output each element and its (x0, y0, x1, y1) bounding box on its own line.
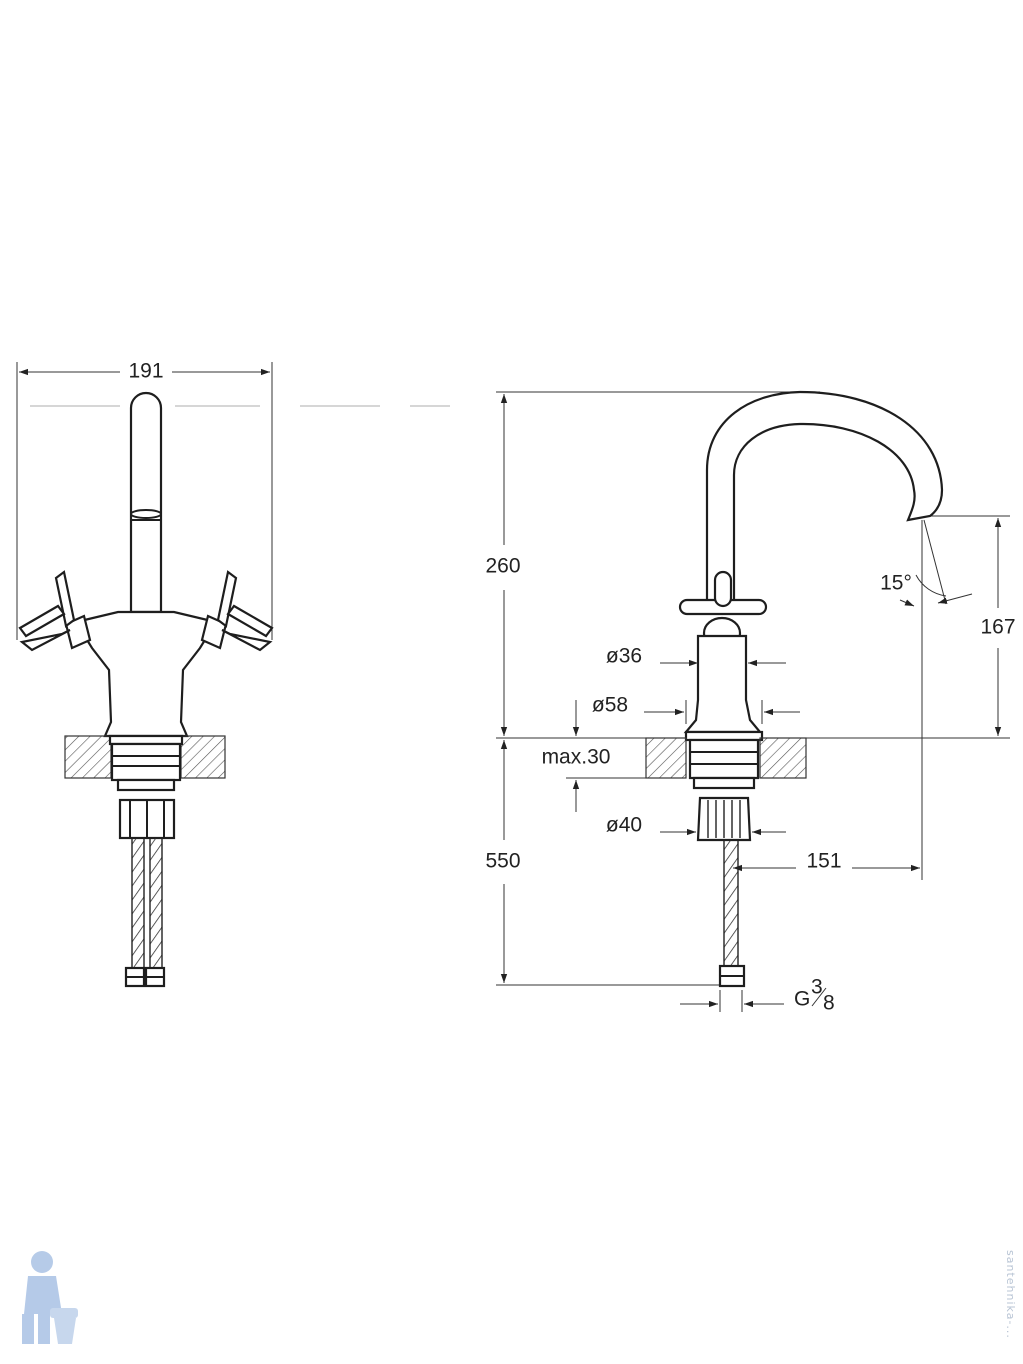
front-hose-right (149, 837, 163, 969)
front-mixer-body (74, 610, 218, 738)
side-body-column (683, 634, 763, 734)
side-hose (723, 839, 739, 967)
width-dimension-label: 191 (128, 360, 163, 383)
thread-label: G 3 8 (794, 976, 835, 1015)
max-thickness-label: max.30 (542, 746, 611, 769)
thread-numerator: 3 (811, 976, 823, 999)
side-countertop-right (759, 737, 807, 779)
front-countertop-right (180, 735, 226, 779)
diameter-58-label: ø58 (592, 694, 628, 717)
reach-dimension-label: 151 (806, 850, 841, 873)
angle-label: 15° (880, 572, 912, 595)
plumber-mascot-icon (22, 1251, 78, 1344)
front-spout (129, 391, 163, 614)
height-dimension-label: 260 (485, 555, 520, 578)
side-countertop-left (645, 737, 687, 779)
thread-g-label: G (794, 988, 810, 1011)
side-view: 260 550 167 15° (485, 390, 1016, 1015)
front-hose-left (131, 837, 145, 969)
spout-height-dimension-label: 167 (980, 616, 1015, 639)
front-view: 191 (16, 360, 450, 988)
hose-length-dimension-label: 550 (485, 850, 520, 873)
right-cross-handle (200, 570, 274, 652)
thread-denominator: 8 (823, 992, 835, 1015)
front-countertop-left (64, 735, 112, 779)
diameter-40-label: ø40 (606, 814, 642, 837)
diameter-36-label: ø36 (606, 645, 642, 668)
watermark-text: santehnika-... (1004, 1250, 1017, 1339)
left-cross-handle (18, 570, 92, 652)
